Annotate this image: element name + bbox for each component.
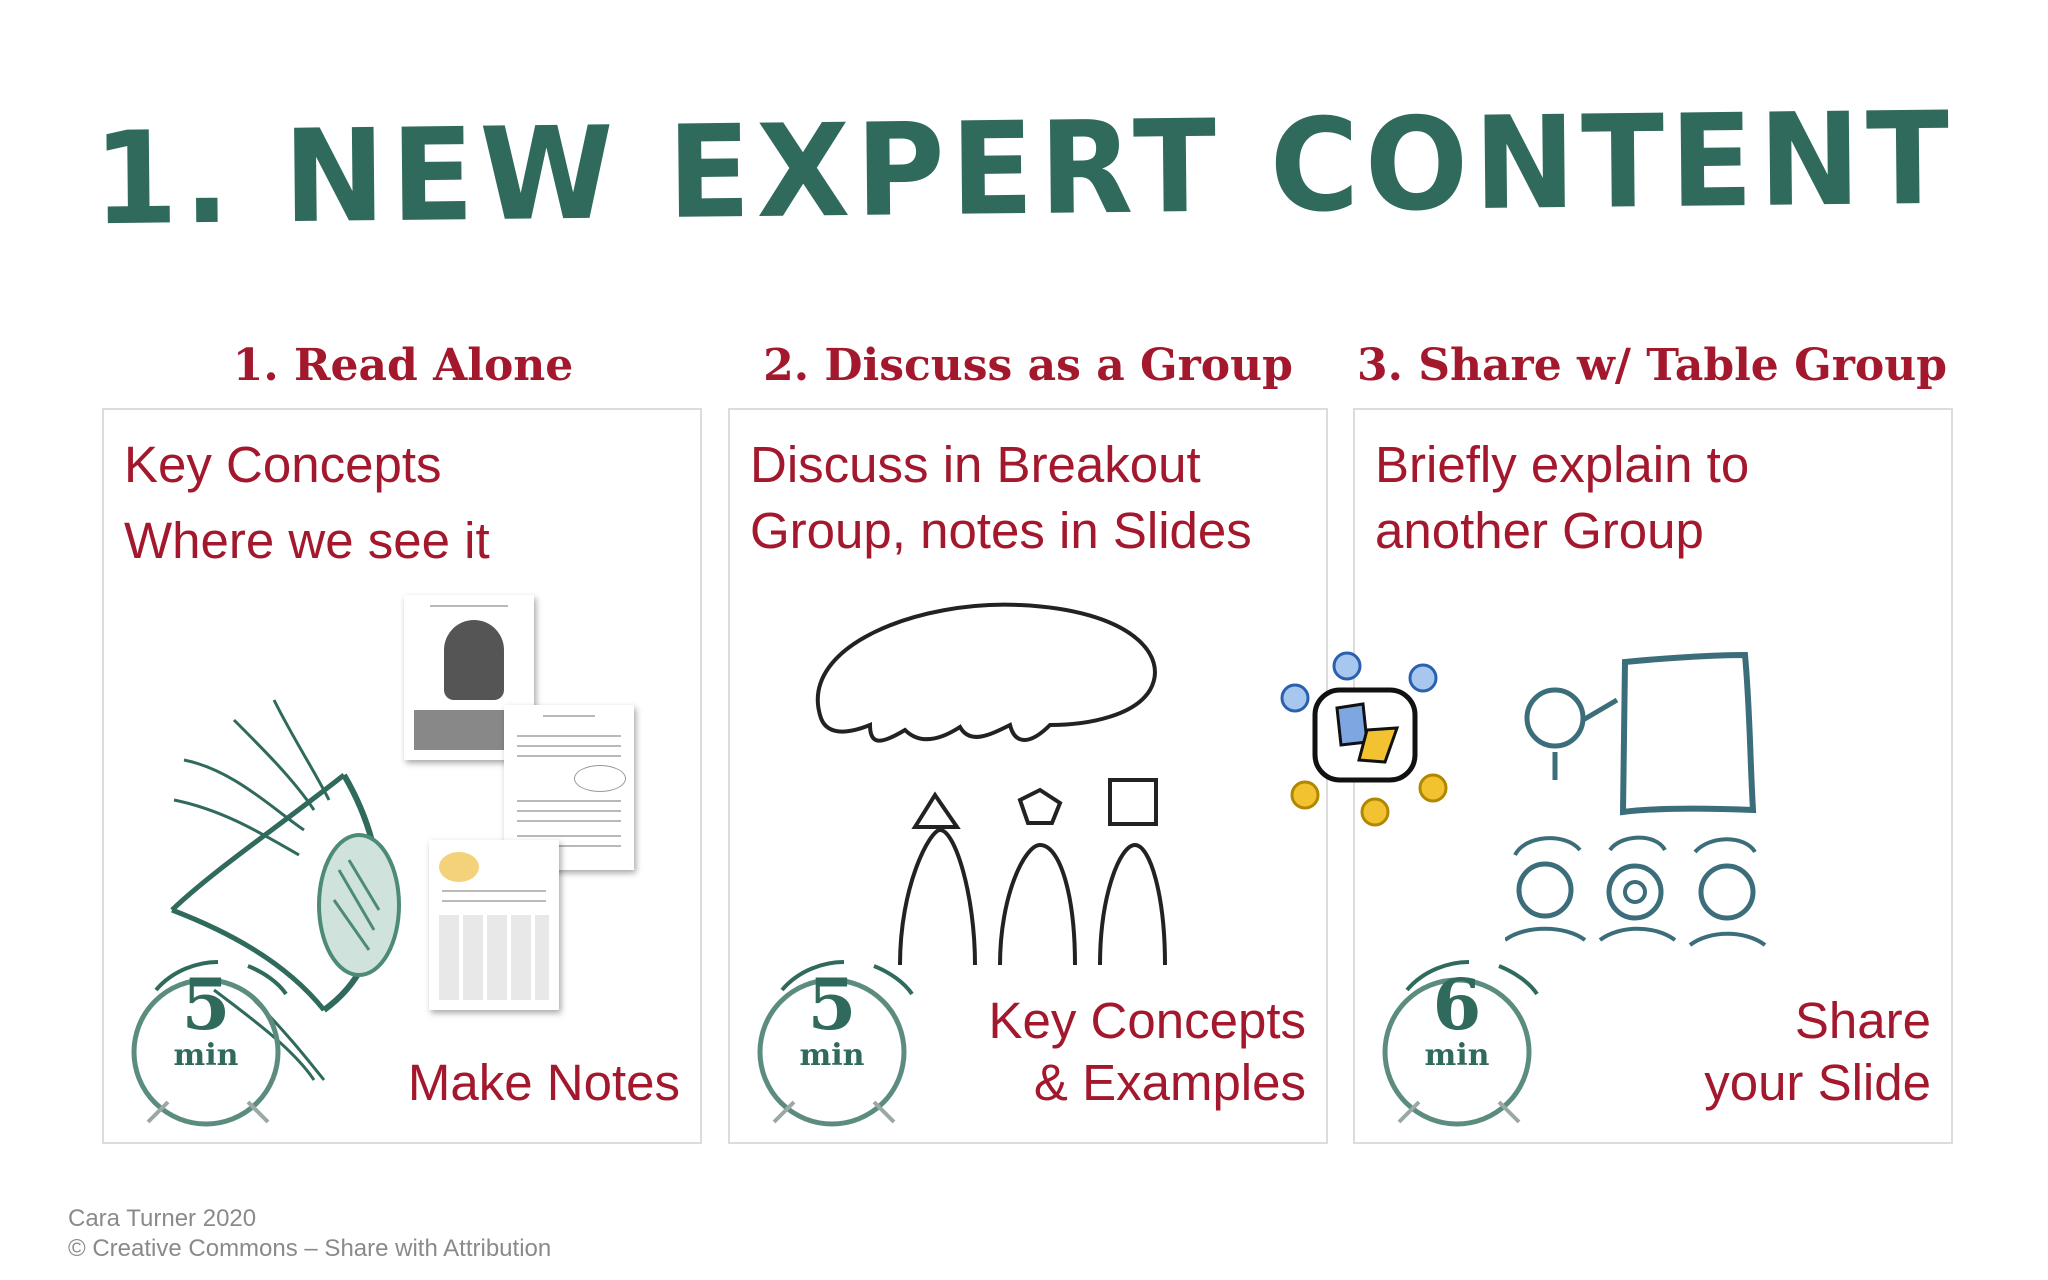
page-title: 1. NEW EXPERT CONTENT — [92, 84, 1956, 255]
card-text-line: Discuss in Breakout — [750, 436, 1201, 493]
corner-text-line: your Slide — [1704, 1054, 1931, 1111]
timer-number: 5 — [807, 963, 857, 1046]
table-group-icon — [1280, 651, 1448, 827]
card-corner-note: Share your Slide — [1704, 990, 1931, 1114]
card-description: Discuss in Breakout Group, notes in Slid… — [750, 432, 1310, 564]
document-bloom-taxonomy — [404, 595, 534, 760]
timer-unit: min — [1424, 1038, 1490, 1073]
card-text-line: Group, notes in Slides — [750, 502, 1252, 559]
card-share-table-group: Briefly explain to another Group 6 min S… — [1353, 408, 1953, 1144]
timer-icon — [757, 960, 914, 1127]
card-corner-note: Make Notes — [408, 1052, 680, 1114]
corner-text-line: Key Concepts — [988, 992, 1306, 1049]
card-description: Briefly explain to another Group — [1375, 432, 1935, 564]
card-read-alone: Key Concepts Where we see it — [102, 408, 702, 1144]
timer-unit: min — [173, 1038, 239, 1073]
footer-author: Cara Turner 2020 — [68, 1205, 257, 1232]
card-text-line: Key Concepts — [124, 436, 442, 493]
step-heading-read-alone: 1. Read Alone — [232, 340, 574, 391]
timer-number: 6 — [1432, 963, 1482, 1046]
card-corner-note: Key Concepts & Examples — [988, 990, 1306, 1114]
corner-text-line: Share — [1794, 992, 1931, 1049]
timer-unit: min — [799, 1038, 865, 1073]
card-text-line: another Group — [1375, 502, 1704, 559]
card-description: Key Concepts Where we see it — [124, 432, 684, 574]
timer-number: 5 — [181, 963, 231, 1046]
timer-icon — [131, 960, 288, 1127]
card-discuss-group: Discuss in Breakout Group, notes in Slid… — [728, 408, 1328, 1144]
step-heading-share-table-group: 3. Share w/ Table Group — [1357, 340, 1947, 391]
corner-text-line: & Examples — [1033, 1054, 1306, 1111]
footer-license: © Creative Commons – Share with Attribut… — [68, 1235, 552, 1262]
card-text-line: Where we see it — [124, 512, 490, 569]
corner-text-line: Make Notes — [407, 1054, 680, 1111]
presenter-audience-icon — [1505, 651, 1767, 947]
eye-icon — [170, 699, 401, 1081]
step-heading-discuss-group: 2. Discuss as a Group — [763, 340, 1293, 391]
card-text-line: Briefly explain to — [1375, 436, 1750, 493]
timer-icon — [1382, 960, 1539, 1127]
document-table-notes — [429, 840, 559, 1010]
speech-bubble-group-icon — [815, 602, 1167, 966]
